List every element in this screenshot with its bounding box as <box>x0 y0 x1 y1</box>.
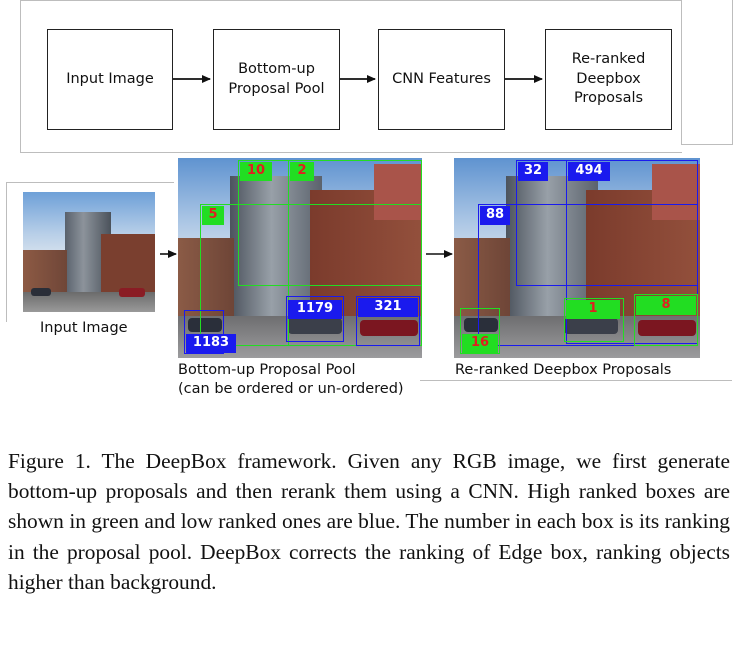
pool-box-5 <box>200 204 422 346</box>
bottom-border-left <box>6 182 7 322</box>
pool-tag-10: 10 <box>240 162 272 181</box>
input-image-photo <box>23 192 155 312</box>
reranked-tag-88: 88 <box>480 206 510 225</box>
panel-border-right <box>681 0 682 145</box>
figure-caption: Figure 1. The DeepBox framework. Given a… <box>8 449 730 594</box>
flow-step-cnn-features: CNN Features <box>378 29 505 130</box>
reranked-box-8 <box>634 294 698 346</box>
pool-caption-line1: Bottom-up Proposal Pool <box>178 362 356 378</box>
pool-box-321 <box>356 296 420 346</box>
reranked-tag-32: 32 <box>518 162 548 181</box>
panel-border-right-outer <box>732 0 733 145</box>
reranked-tag-8: 8 <box>636 296 696 315</box>
reranked-tag-16: 16 <box>462 334 498 353</box>
reranked-tag-494: 494 <box>568 162 610 181</box>
pool-box-1179 <box>286 296 344 342</box>
pool-tag-321: 321 <box>358 298 418 317</box>
flow-step-input-image: Input Image <box>47 29 173 130</box>
panel-border-left <box>20 0 21 152</box>
bottom-border-top <box>6 182 174 183</box>
reranked-box-16 <box>460 308 500 354</box>
pool-tag-1179: 1179 <box>288 300 342 319</box>
reranked-tag-1: 1 <box>566 300 620 319</box>
pool-tag-2: 2 <box>290 162 314 181</box>
flow-step-reranked-proposals: Re-ranked Deepbox Proposals <box>545 29 672 130</box>
input-image-label: Input Image <box>40 320 128 336</box>
bottom-border-bottom <box>420 380 732 381</box>
panel-border-right-ext <box>681 144 733 145</box>
pool-tag-1183: 1183 <box>186 334 236 353</box>
pool-box-1183 <box>184 310 224 354</box>
pipeline-arrows <box>173 75 543 83</box>
pool-caption-line2: (can be ordered or un-ordered) <box>178 381 404 397</box>
panel-border-bottom <box>20 152 682 153</box>
reranked-box-1 <box>564 298 624 342</box>
flow-step-proposal-pool: Bottom-up Proposal Pool <box>213 29 340 130</box>
pool-tag-5: 5 <box>202 206 224 225</box>
reranked-caption: Re-ranked Deepbox Proposals <box>455 362 672 378</box>
figure-arrows <box>160 250 453 258</box>
reranked-box-88 <box>478 204 698 346</box>
panel-border-top <box>20 0 682 1</box>
